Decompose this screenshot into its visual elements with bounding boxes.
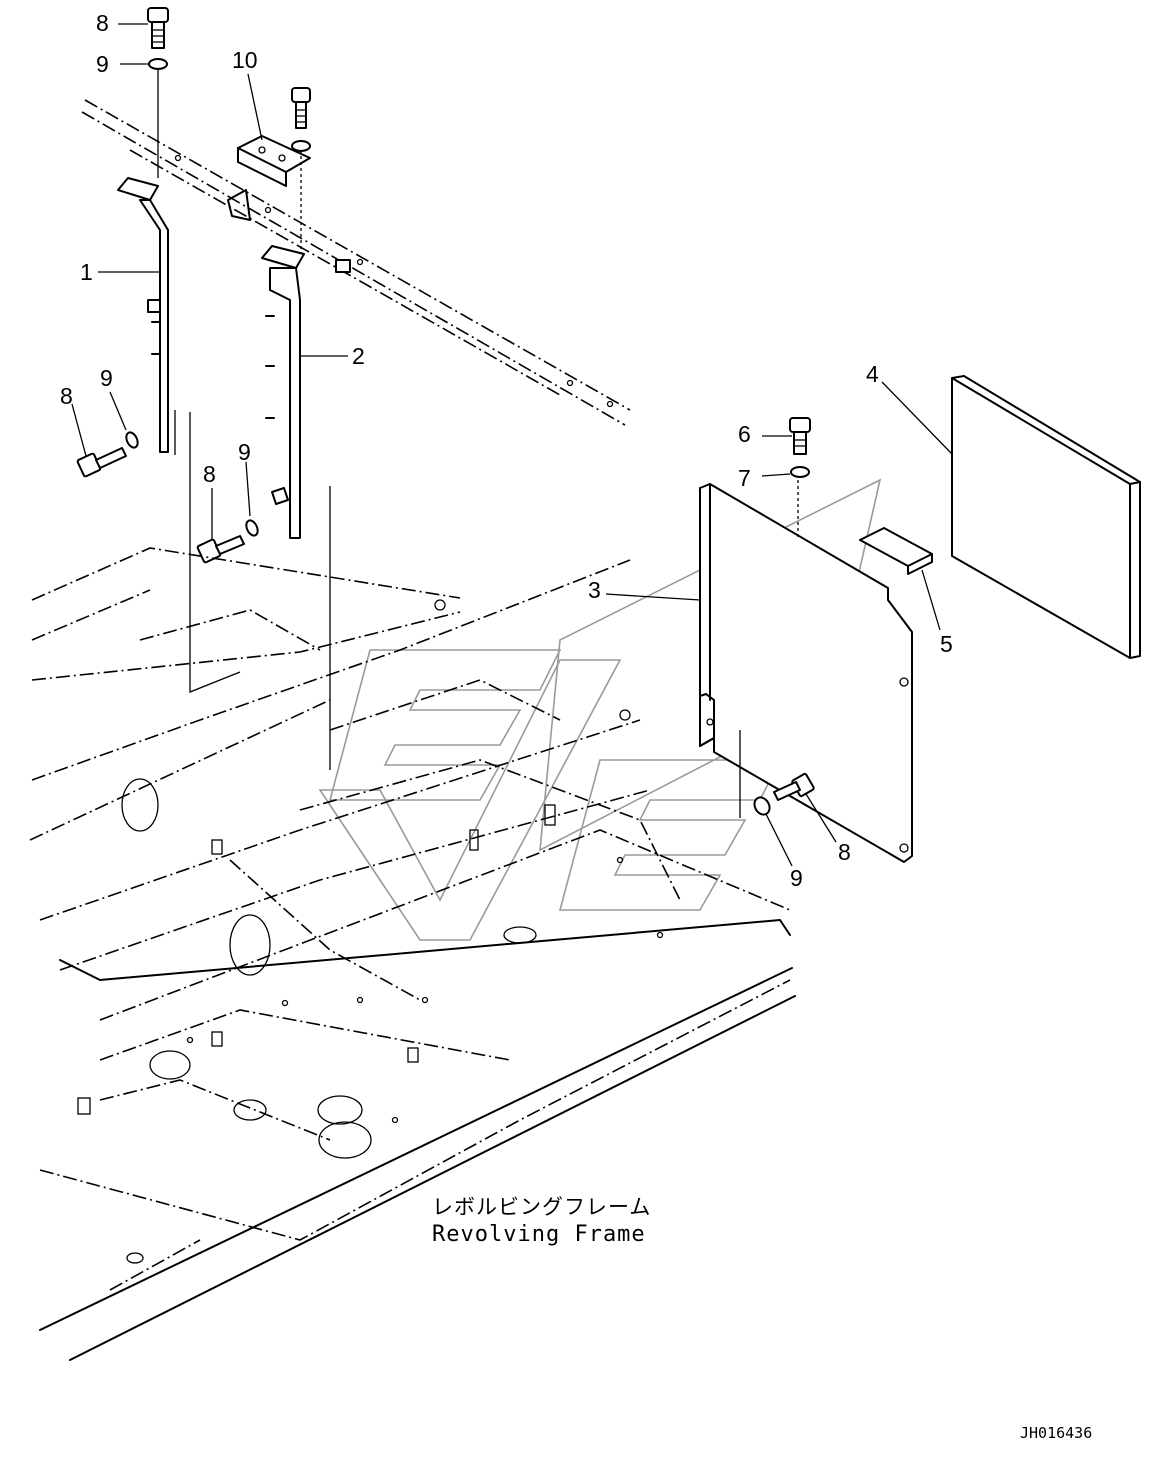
callout-8-mid: 8 xyxy=(203,461,216,487)
caption-japanese: レボルビングフレーム xyxy=(432,1195,651,1219)
bolt-panel-top xyxy=(789,417,811,478)
callout-5: 5 xyxy=(940,631,953,657)
callout-8-right: 8 xyxy=(838,839,851,865)
bracket-part-10 xyxy=(227,135,311,221)
callout-9-mid: 9 xyxy=(238,439,251,465)
caption-english: Revolving Frame xyxy=(432,1222,646,1247)
alignment-lines xyxy=(189,412,741,818)
pad-part-4 xyxy=(951,375,1141,659)
bolt-left-1 xyxy=(76,431,139,478)
callout-4: 4 xyxy=(866,361,879,387)
bolt-upper-right xyxy=(291,87,311,258)
drawing-id: JH016436 xyxy=(1020,1424,1092,1442)
cover-panel-part-3 xyxy=(699,480,913,863)
callout-9-top: 9 xyxy=(96,51,109,77)
callout-9-right: 9 xyxy=(790,865,803,891)
callout-8-top: 8 xyxy=(96,10,109,36)
top-frame-member xyxy=(81,99,631,426)
stay-part-2 xyxy=(261,245,305,539)
callout-3: 3 xyxy=(588,577,601,603)
callout-10: 10 xyxy=(232,47,258,73)
callout-2: 2 xyxy=(352,343,365,369)
bolt-panel-bottom xyxy=(753,772,815,816)
bolt-upper-left xyxy=(147,7,169,178)
bolt-left-2 xyxy=(196,519,259,564)
callout-1: 1 xyxy=(80,259,93,285)
revolving-frame xyxy=(29,547,796,1361)
clip-part-5 xyxy=(859,527,933,575)
callout-9-left: 9 xyxy=(100,365,113,391)
callout-7: 7 xyxy=(738,465,751,491)
leader-lines xyxy=(71,23,953,867)
callouts: 8 9 10 1 2 9 8 8 9 4 6 7 3 5 8 9 xyxy=(60,10,953,891)
stay-part-1 xyxy=(117,177,176,455)
callout-6: 6 xyxy=(738,421,751,447)
callout-8-left: 8 xyxy=(60,383,73,409)
